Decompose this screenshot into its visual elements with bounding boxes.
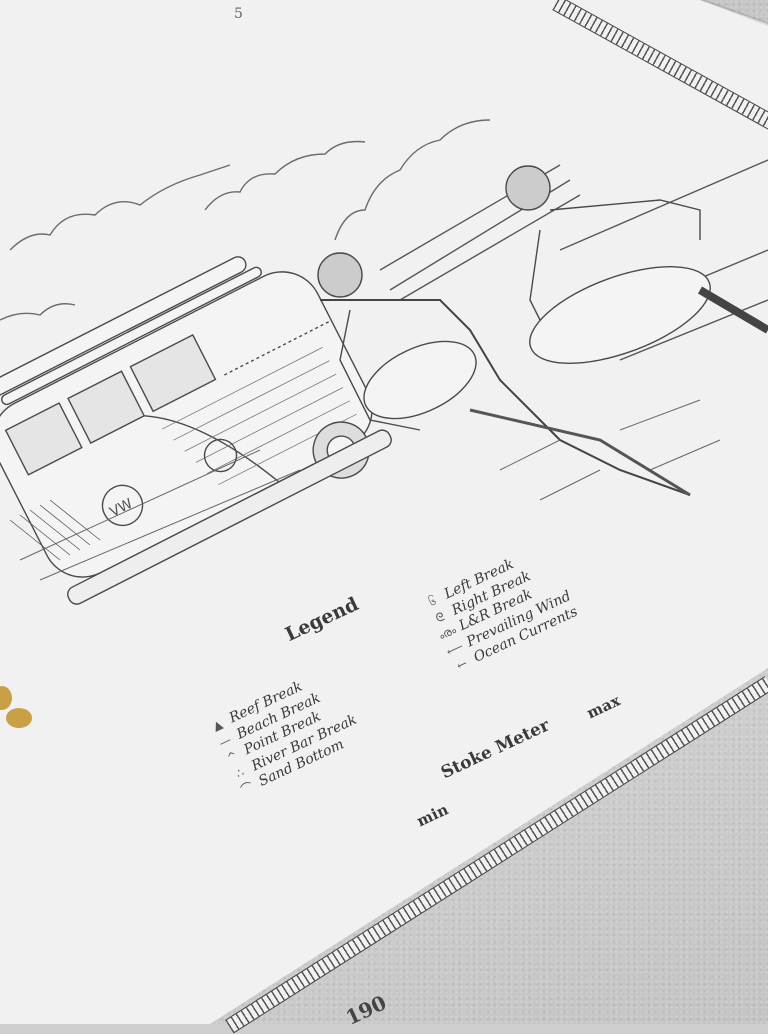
vw-van-icon: VW bbox=[0, 256, 392, 605]
beach-ground bbox=[19, 399, 721, 581]
surfboard-icon bbox=[0, 256, 247, 403]
top-text-fragment: 5 bbox=[234, 6, 243, 22]
cloud-icon bbox=[0, 119, 491, 321]
surfboard-icon bbox=[1, 266, 262, 406]
surfboard-icon bbox=[363, 340, 477, 420]
vw-logo-icon bbox=[101, 484, 144, 527]
surfer-icon bbox=[317, 252, 691, 497]
gold-accent-mark bbox=[0, 686, 12, 710]
surfboard-icon bbox=[529, 266, 711, 364]
ground-shading bbox=[9, 499, 101, 561]
gold-accent-mark bbox=[6, 708, 32, 728]
van-surfers-illustration: VW bbox=[0, 119, 768, 605]
surfer-icon bbox=[505, 165, 768, 364]
